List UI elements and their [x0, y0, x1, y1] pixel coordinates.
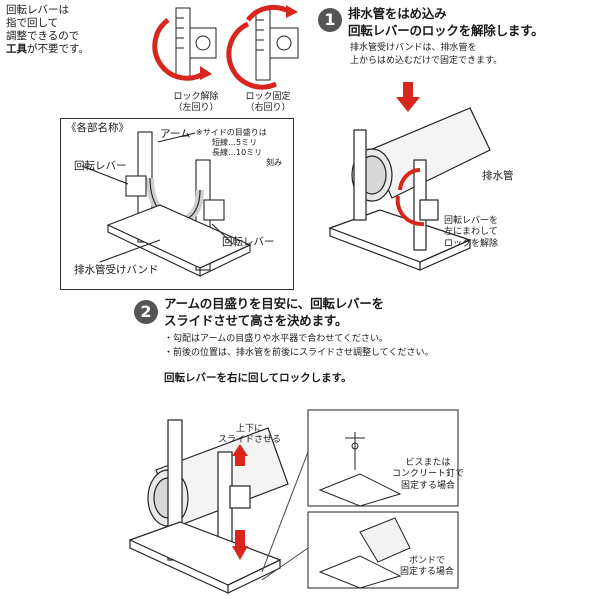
lock-release-title: ロック解除	[173, 92, 219, 102]
note-line: 指で回して	[6, 17, 59, 30]
step2-title-line1: アームの目盛りを目安に、回転レバーを	[164, 296, 384, 311]
screw-line: ビスまたは	[405, 458, 451, 468]
band-label: 排水管受けバンド	[74, 264, 159, 276]
parts-box	[60, 118, 294, 290]
inset-bond-drawing	[307, 511, 459, 589]
step2-lock-note: 回転レバーを右に回してロックします。	[164, 372, 352, 384]
lock-fix-title: ロック固定	[245, 92, 291, 102]
step1-title-line2: 回転レバーのロックを解除します。	[348, 23, 544, 38]
down-arrow-icon	[396, 82, 420, 112]
note-line: 工具が不要です。	[6, 43, 89, 56]
lock-fix-caption: ロック固定 （右回り）	[238, 92, 298, 115]
lever-fix-drawing	[226, 4, 299, 90]
arm-note-line: 刻み	[266, 158, 282, 167]
slide-label-line: スライドさせる	[218, 435, 282, 446]
lever-right-label: 回転レバー	[222, 236, 275, 248]
step2-bullet1: ・勾配はアームの目盛りや水平器で合わせてください。	[164, 334, 388, 344]
top-left-note: 回転レバーは 指で回して 調整できるので 工具が不要です。	[6, 4, 89, 57]
note-line: 調整できるので	[6, 30, 80, 43]
screw-line: コンクリート釘で	[392, 469, 465, 480]
inset-screw-drawing	[307, 409, 459, 507]
arm-note-line: ※サイドの目盛りは	[196, 128, 267, 137]
lever-left-label: 回転レバー	[74, 160, 127, 172]
slide-label-line: 上下に	[236, 424, 264, 434]
arm-note-line: 長線…10ミリ	[212, 148, 263, 157]
pipe-label: 排水管	[482, 170, 514, 182]
step1-desc-line2: 上からはめ込むだけで固定できます。	[350, 56, 503, 66]
bond-line: ボンドで	[409, 556, 446, 566]
note-line: 回転レバーは	[6, 4, 69, 16]
note-rest: が不要です。	[27, 43, 89, 56]
step1-lever-note: 回転レバーを 左にまわして ロックを解除	[444, 216, 498, 250]
lock-fix-sub: （右回り）	[245, 103, 291, 114]
lock-release-sub: （左回り）	[173, 103, 219, 114]
arm-note: ※サイドの目盛りは 短線…5ミリ 長線…10ミリ 刻み	[196, 128, 282, 168]
bond-fix-caption: ボンドで 固定する場合	[400, 556, 454, 579]
step1-title-line1: 排水管をはめ込み	[348, 6, 447, 21]
parts-box-title: 《各部名称》	[66, 122, 129, 134]
step2-title-line2: スライドさせて高さを決めます。	[164, 313, 348, 328]
step2-bullet2: ・前後の位置は、排水管を前後にスライドさせ調整してください。	[164, 348, 434, 358]
lever-release-drawing	[152, 7, 217, 81]
step2-number: 2	[134, 300, 158, 324]
note-bold: 工具	[6, 43, 27, 56]
arm-note-line: 短線…5ミリ	[212, 138, 258, 147]
screw-line: 固定する場合	[401, 480, 456, 491]
bond-line: 固定する場合	[400, 567, 455, 578]
lever-note-line: ロックを解除	[444, 238, 499, 249]
connector-line-2	[261, 547, 309, 581]
lever-note-line: 左にまわして	[444, 227, 498, 238]
step1-desc-line1: 排水管受けバンドは、排水管を	[350, 43, 477, 53]
arm-label: アーム	[160, 128, 191, 140]
parts-drawing	[81, 131, 252, 277]
slide-label: 上下に スライドさせる	[218, 424, 281, 447]
step1-drawing	[328, 107, 491, 271]
connector-line-1	[261, 451, 309, 573]
step1-number: 1	[318, 8, 342, 32]
screw-fix-caption: ビスまたは コンクリート釘で 固定する場合	[392, 458, 464, 492]
lock-release-caption: ロック解除 （左回り）	[166, 92, 226, 115]
lever-note-line: 回転レバーを	[444, 216, 499, 226]
step2-drawing	[128, 419, 289, 594]
